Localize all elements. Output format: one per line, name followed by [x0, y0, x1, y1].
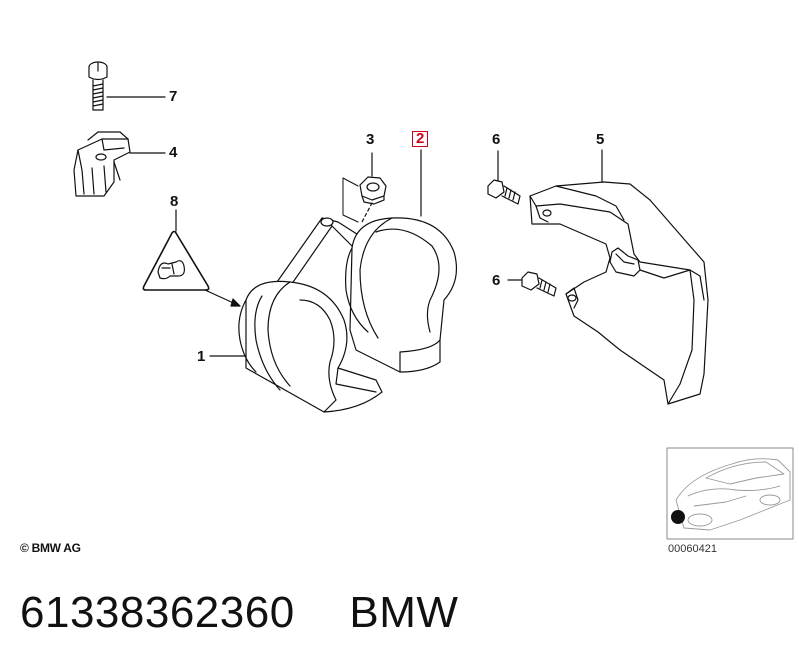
- callout-2: 2: [412, 131, 429, 147]
- callout-6-upper: 6: [492, 131, 501, 148]
- part-number: 61338362360: [20, 588, 295, 637]
- callout-3: 3: [366, 131, 375, 148]
- bolt-icon: [88, 61, 108, 111]
- copyright-notice: © BMW AG: [20, 541, 81, 555]
- callout-1: 1: [197, 348, 206, 365]
- horn-icon: [345, 217, 457, 373]
- horn-icon: [238, 280, 383, 413]
- nut-icon: [359, 176, 387, 205]
- callout-4: 4: [169, 144, 178, 161]
- bolt-icon: [521, 271, 557, 297]
- warning-triangle-icon: [142, 230, 210, 291]
- callout-6-lower: 6: [492, 272, 501, 289]
- callout-7: 7: [169, 88, 178, 105]
- horn-bracket: [269, 217, 361, 299]
- part-caption: 61338362360 BMW: [20, 588, 458, 638]
- brand-name: BMW: [349, 588, 459, 637]
- bolt-icon: [487, 179, 521, 205]
- callout-8: 8: [170, 193, 179, 210]
- car-locator-icon: [666, 447, 794, 540]
- bracket-icon: [73, 131, 131, 197]
- callout-5: 5: [596, 131, 605, 148]
- reference-code: 00060421: [668, 543, 717, 555]
- cover-icon: [529, 181, 709, 405]
